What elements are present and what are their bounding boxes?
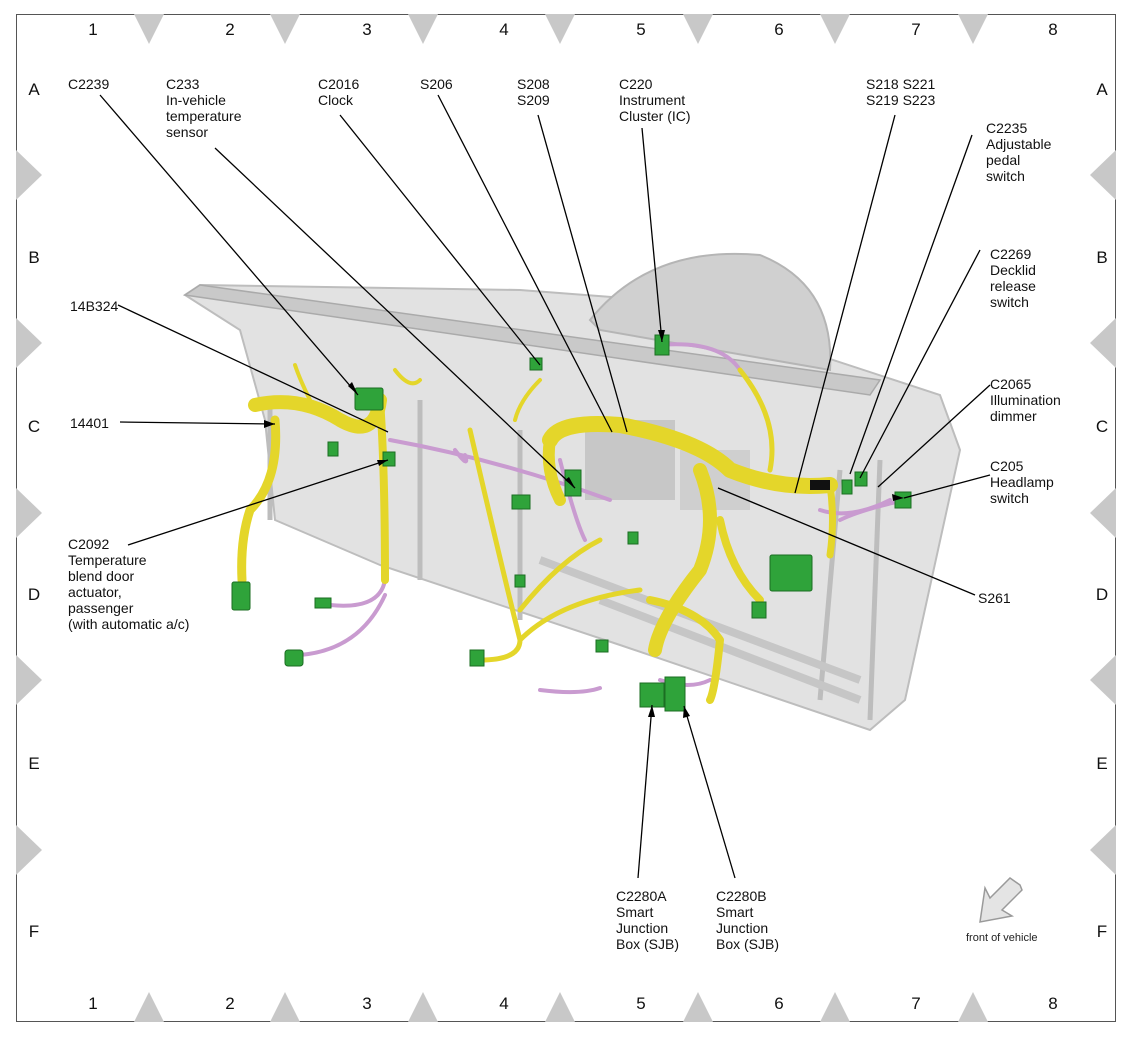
col-label-3-bottom: 3	[362, 994, 372, 1013]
row-label-d-right: D	[1095, 585, 1109, 604]
row-label-c: C	[27, 417, 41, 436]
col-label-7: 7	[911, 20, 921, 39]
row-label-a: A	[28, 80, 40, 99]
col-label-4-bottom: 4	[499, 994, 509, 1013]
leader-lines	[99, 94, 991, 879]
callout-c205: C205 Headlamp switch	[990, 458, 1054, 506]
col-label-8-bottom: 8	[1048, 994, 1058, 1013]
row-label-c-right: C	[1095, 417, 1109, 436]
col-label-4: 4	[499, 20, 509, 39]
front-of-vehicle-label: front of vehicle	[966, 932, 1038, 944]
callout-c2280b: C2280B Smart Junction Box (SJB)	[716, 888, 780, 952]
row-label-e: E	[28, 754, 40, 773]
row-label-d: D	[27, 585, 41, 604]
callout-c220: C220 Instrument Cluster (IC)	[619, 76, 691, 124]
row-label-b: B	[28, 248, 40, 267]
callout-c2235: C2235 Adjustable pedal switch	[986, 120, 1052, 184]
col-label-2-bottom: 2	[225, 994, 235, 1013]
callout-s206: S206	[420, 76, 453, 92]
callout-c2092: C2092 Temperature blend door actuator, p…	[68, 536, 190, 632]
connectors	[231, 334, 912, 712]
callout-c2269: C2269 Decklid release switch	[990, 246, 1036, 310]
col-label-2: 2	[225, 20, 235, 39]
row-label-e-right: E	[1096, 754, 1108, 773]
callout-s218-s223: S218 S221 S219 S223	[866, 76, 936, 108]
col-label-5: 5	[636, 20, 646, 39]
col-label-5-bottom: 5	[636, 994, 646, 1013]
callout-c2016: C2016 Clock	[318, 76, 360, 108]
row-label-f: F	[28, 922, 40, 941]
col-label-6-bottom: 6	[774, 994, 784, 1013]
col-label-1-bottom: 1	[88, 994, 98, 1013]
row-label-a-right: A	[1096, 80, 1108, 99]
col-label-7-bottom: 7	[911, 994, 921, 1013]
callout-c2280a: C2280A Smart Junction Box (SJB)	[616, 888, 680, 952]
leader-arrowheads	[264, 330, 904, 718]
front-of-vehicle-arrow-icon	[979, 877, 1023, 923]
grid-markers	[16, 14, 1116, 1022]
callout-14b324: 14B324	[70, 298, 119, 314]
row-label-b-right: B	[1096, 248, 1108, 267]
callout-c2239: C2239	[68, 76, 110, 92]
main-harness	[237, 363, 838, 704]
callout-c233: C233 In-vehicle temperature sensor	[166, 76, 242, 140]
callout-s261: S261	[978, 590, 1011, 606]
col-label-6: 6	[774, 20, 784, 39]
row-label-f-right: F	[1096, 922, 1108, 941]
col-label-8: 8	[1048, 20, 1058, 39]
callout-c2065: C2065 Illumination dimmer	[990, 376, 1061, 424]
col-label-3: 3	[362, 20, 372, 39]
callout-14401: 14401	[70, 415, 109, 431]
callout-s208-s209: S208 S209	[517, 76, 550, 108]
col-label-1: 1	[88, 20, 98, 39]
branch-wires	[298, 342, 907, 695]
